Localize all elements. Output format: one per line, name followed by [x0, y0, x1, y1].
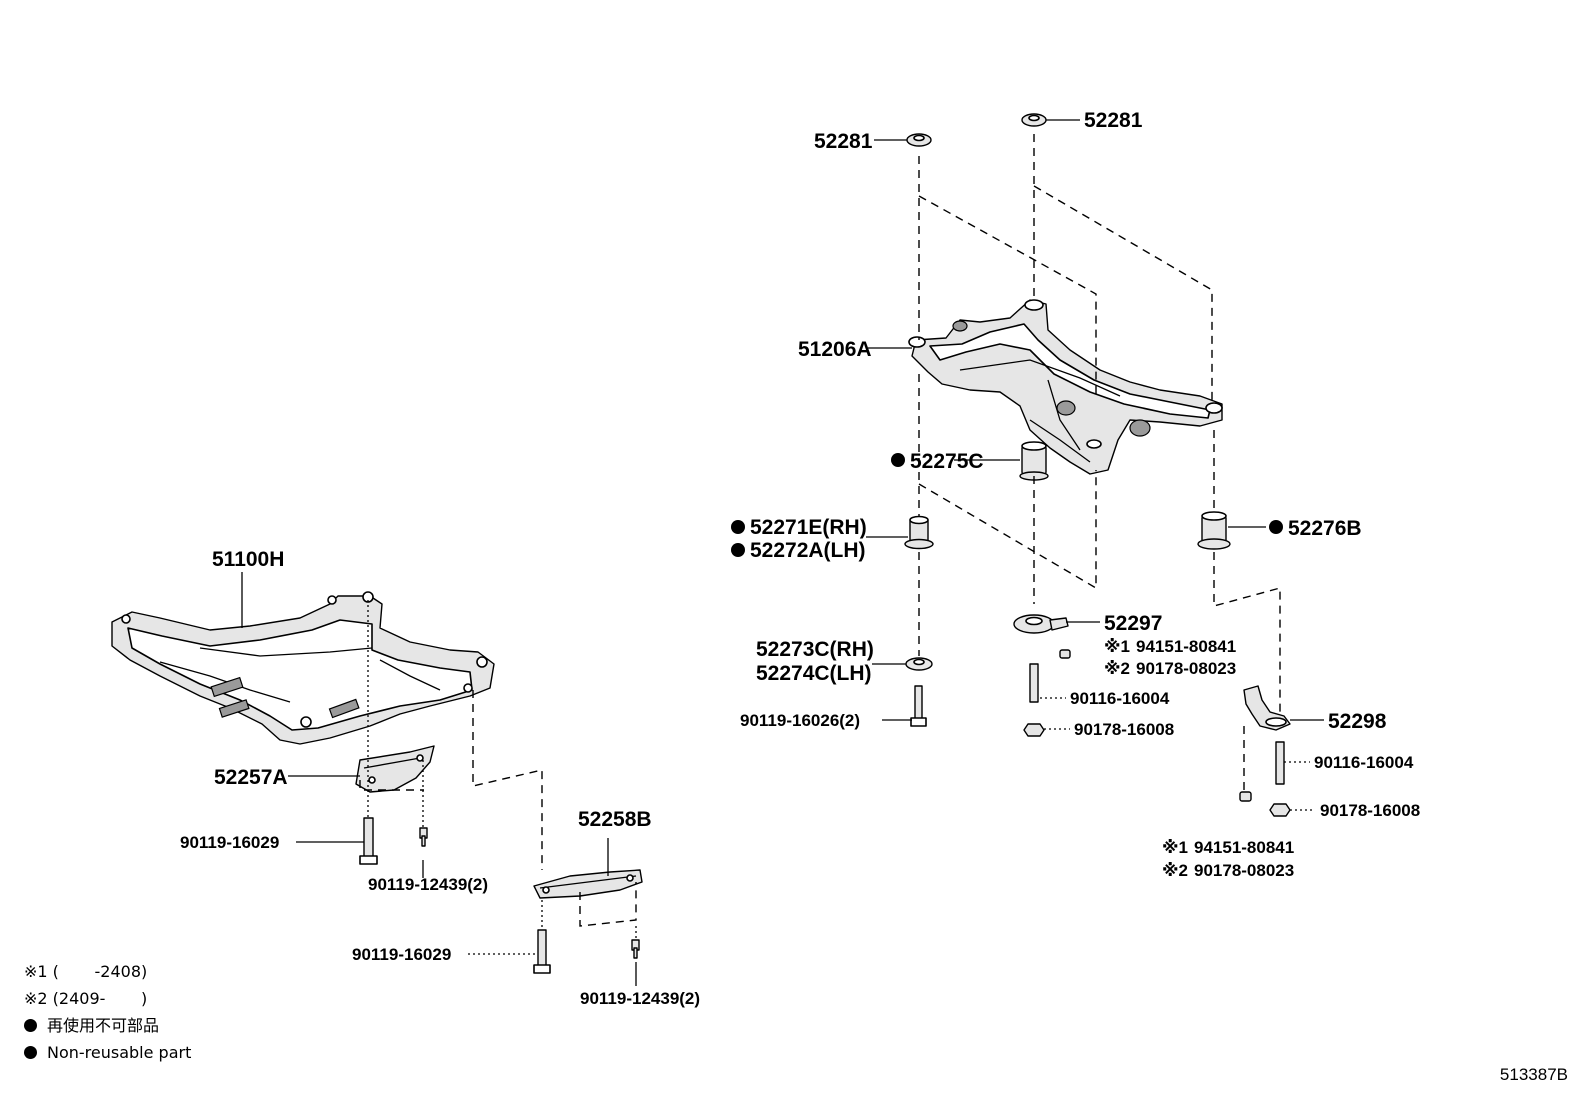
brace-52257a[interactable]	[355, 745, 435, 793]
bracket-52298[interactable]	[1243, 685, 1291, 731]
callout-90119-12439-rear[interactable]: 90119-12439(2)	[580, 989, 700, 1008]
callout-51206a[interactable]: 51206A	[798, 338, 872, 361]
nut-94151-90178-08023-b[interactable]	[1239, 791, 1252, 802]
callout-90119-12439-front[interactable]: 90119-12439(2)	[368, 875, 488, 894]
callout-90119-16029-front[interactable]: 90119-16029	[180, 833, 279, 852]
legend-note-1: ※1 ( -2408)	[24, 962, 148, 981]
callout-90178-16008-a[interactable]: 90178-16008	[1074, 720, 1174, 739]
bolt-90119-12439-rear[interactable]	[631, 939, 640, 959]
callout-52274c-lh[interactable]: 52274C(LH)	[756, 662, 872, 685]
legend-nonreusable-en: Non-reusable part	[24, 1039, 191, 1066]
callout-90119-16026[interactable]: 90119-16026(2)	[740, 711, 860, 730]
nonreusable-bullet-52271e	[731, 520, 745, 534]
callout-90178-08023-a[interactable]: 90178-08023	[1136, 659, 1236, 678]
brace-52258b[interactable]	[533, 869, 643, 899]
stopper-52273c-52274c[interactable]	[905, 657, 933, 671]
front-crossmember-51100h[interactable]	[111, 591, 495, 745]
note-mark-1-b: ※1	[1162, 838, 1188, 857]
nut-94151-90178-08023-a[interactable]	[1059, 649, 1071, 659]
stopper-52281-right[interactable]	[1021, 113, 1047, 127]
callout-52272a-lh[interactable]: 52272A(LH)	[750, 539, 866, 562]
callout-52273c-rh[interactable]: 52273C(RH)	[756, 638, 874, 661]
callout-52298[interactable]: 52298	[1328, 710, 1387, 733]
callout-52271e-rh[interactable]: 52271E(RH)	[750, 516, 867, 539]
stopper-52281-left[interactable]	[906, 133, 932, 147]
callout-52297[interactable]: 52297	[1104, 612, 1162, 635]
stud-90116-16004-a[interactable]	[1029, 663, 1039, 703]
bolt-90119-16029-front[interactable]	[359, 817, 378, 865]
legend-nonreusable-en-text: Non-reusable part	[47, 1043, 192, 1062]
legend: ※1 ( -2408) ※2 (2409- ) 再使用不可部品 Non-reus…	[24, 958, 191, 1066]
bolt-90119-12439-front[interactable]	[419, 827, 428, 847]
stud-90116-16004-b[interactable]	[1275, 741, 1285, 785]
callout-90116-16004-b[interactable]: 90116-16004	[1314, 753, 1414, 772]
bushing-52276b[interactable]	[1197, 511, 1231, 550]
bullet-icon	[24, 1019, 37, 1032]
nonreusable-bullet-52272a	[731, 543, 745, 557]
note-mark-2-a: ※2	[1104, 659, 1130, 678]
nonreusable-bullet-52275c	[891, 453, 905, 467]
callout-94151-80841-a[interactable]: 94151-80841	[1136, 637, 1236, 656]
legend-nonreusable-jp: 再使用不可部品	[24, 1012, 191, 1039]
bracket-52297[interactable]	[1013, 614, 1069, 634]
callout-52281-left[interactable]: 52281	[814, 130, 873, 153]
bolt-90119-16026[interactable]	[910, 685, 927, 727]
note-mark-1-a: ※1	[1104, 637, 1130, 656]
callout-90178-16008-b[interactable]: 90178-16008	[1320, 801, 1420, 820]
callout-94151-80841-b[interactable]: 94151-80841	[1194, 838, 1294, 857]
callout-52258b[interactable]: 52258B	[578, 808, 652, 831]
callout-51100h[interactable]: 51100H	[212, 548, 284, 571]
note-mark-2-b: ※2	[1162, 861, 1188, 880]
legend-note-2: ※2 (2409- )	[24, 989, 148, 1008]
callout-52281-right[interactable]: 52281	[1084, 109, 1143, 132]
callout-90119-16029-rear[interactable]: 90119-16029	[352, 945, 451, 964]
nonreusable-bullet-52276b	[1269, 520, 1283, 534]
bolt-90119-16029-rear[interactable]	[533, 929, 551, 974]
callout-90178-08023-b[interactable]: 90178-08023	[1194, 861, 1294, 880]
rear-crossmember-51206a[interactable]	[908, 299, 1223, 475]
legend-nonreusable-jp-text: 再使用不可部品	[47, 1016, 160, 1035]
callout-90116-16004-a[interactable]: 90116-16004	[1070, 689, 1170, 708]
callout-52276b[interactable]: 52276B	[1288, 517, 1362, 540]
nut-90178-16008-a[interactable]	[1023, 723, 1045, 737]
illustration-id: 513387B	[1499, 1065, 1568, 1084]
callout-52275c[interactable]: 52275C	[910, 450, 984, 473]
bushing-52271e-52272a[interactable]	[904, 515, 934, 550]
callout-52257a[interactable]: 52257A	[214, 766, 288, 789]
bullet-icon	[24, 1046, 37, 1059]
nut-90178-16008-b[interactable]	[1269, 803, 1291, 817]
bushing-52275c[interactable]	[1019, 441, 1049, 481]
